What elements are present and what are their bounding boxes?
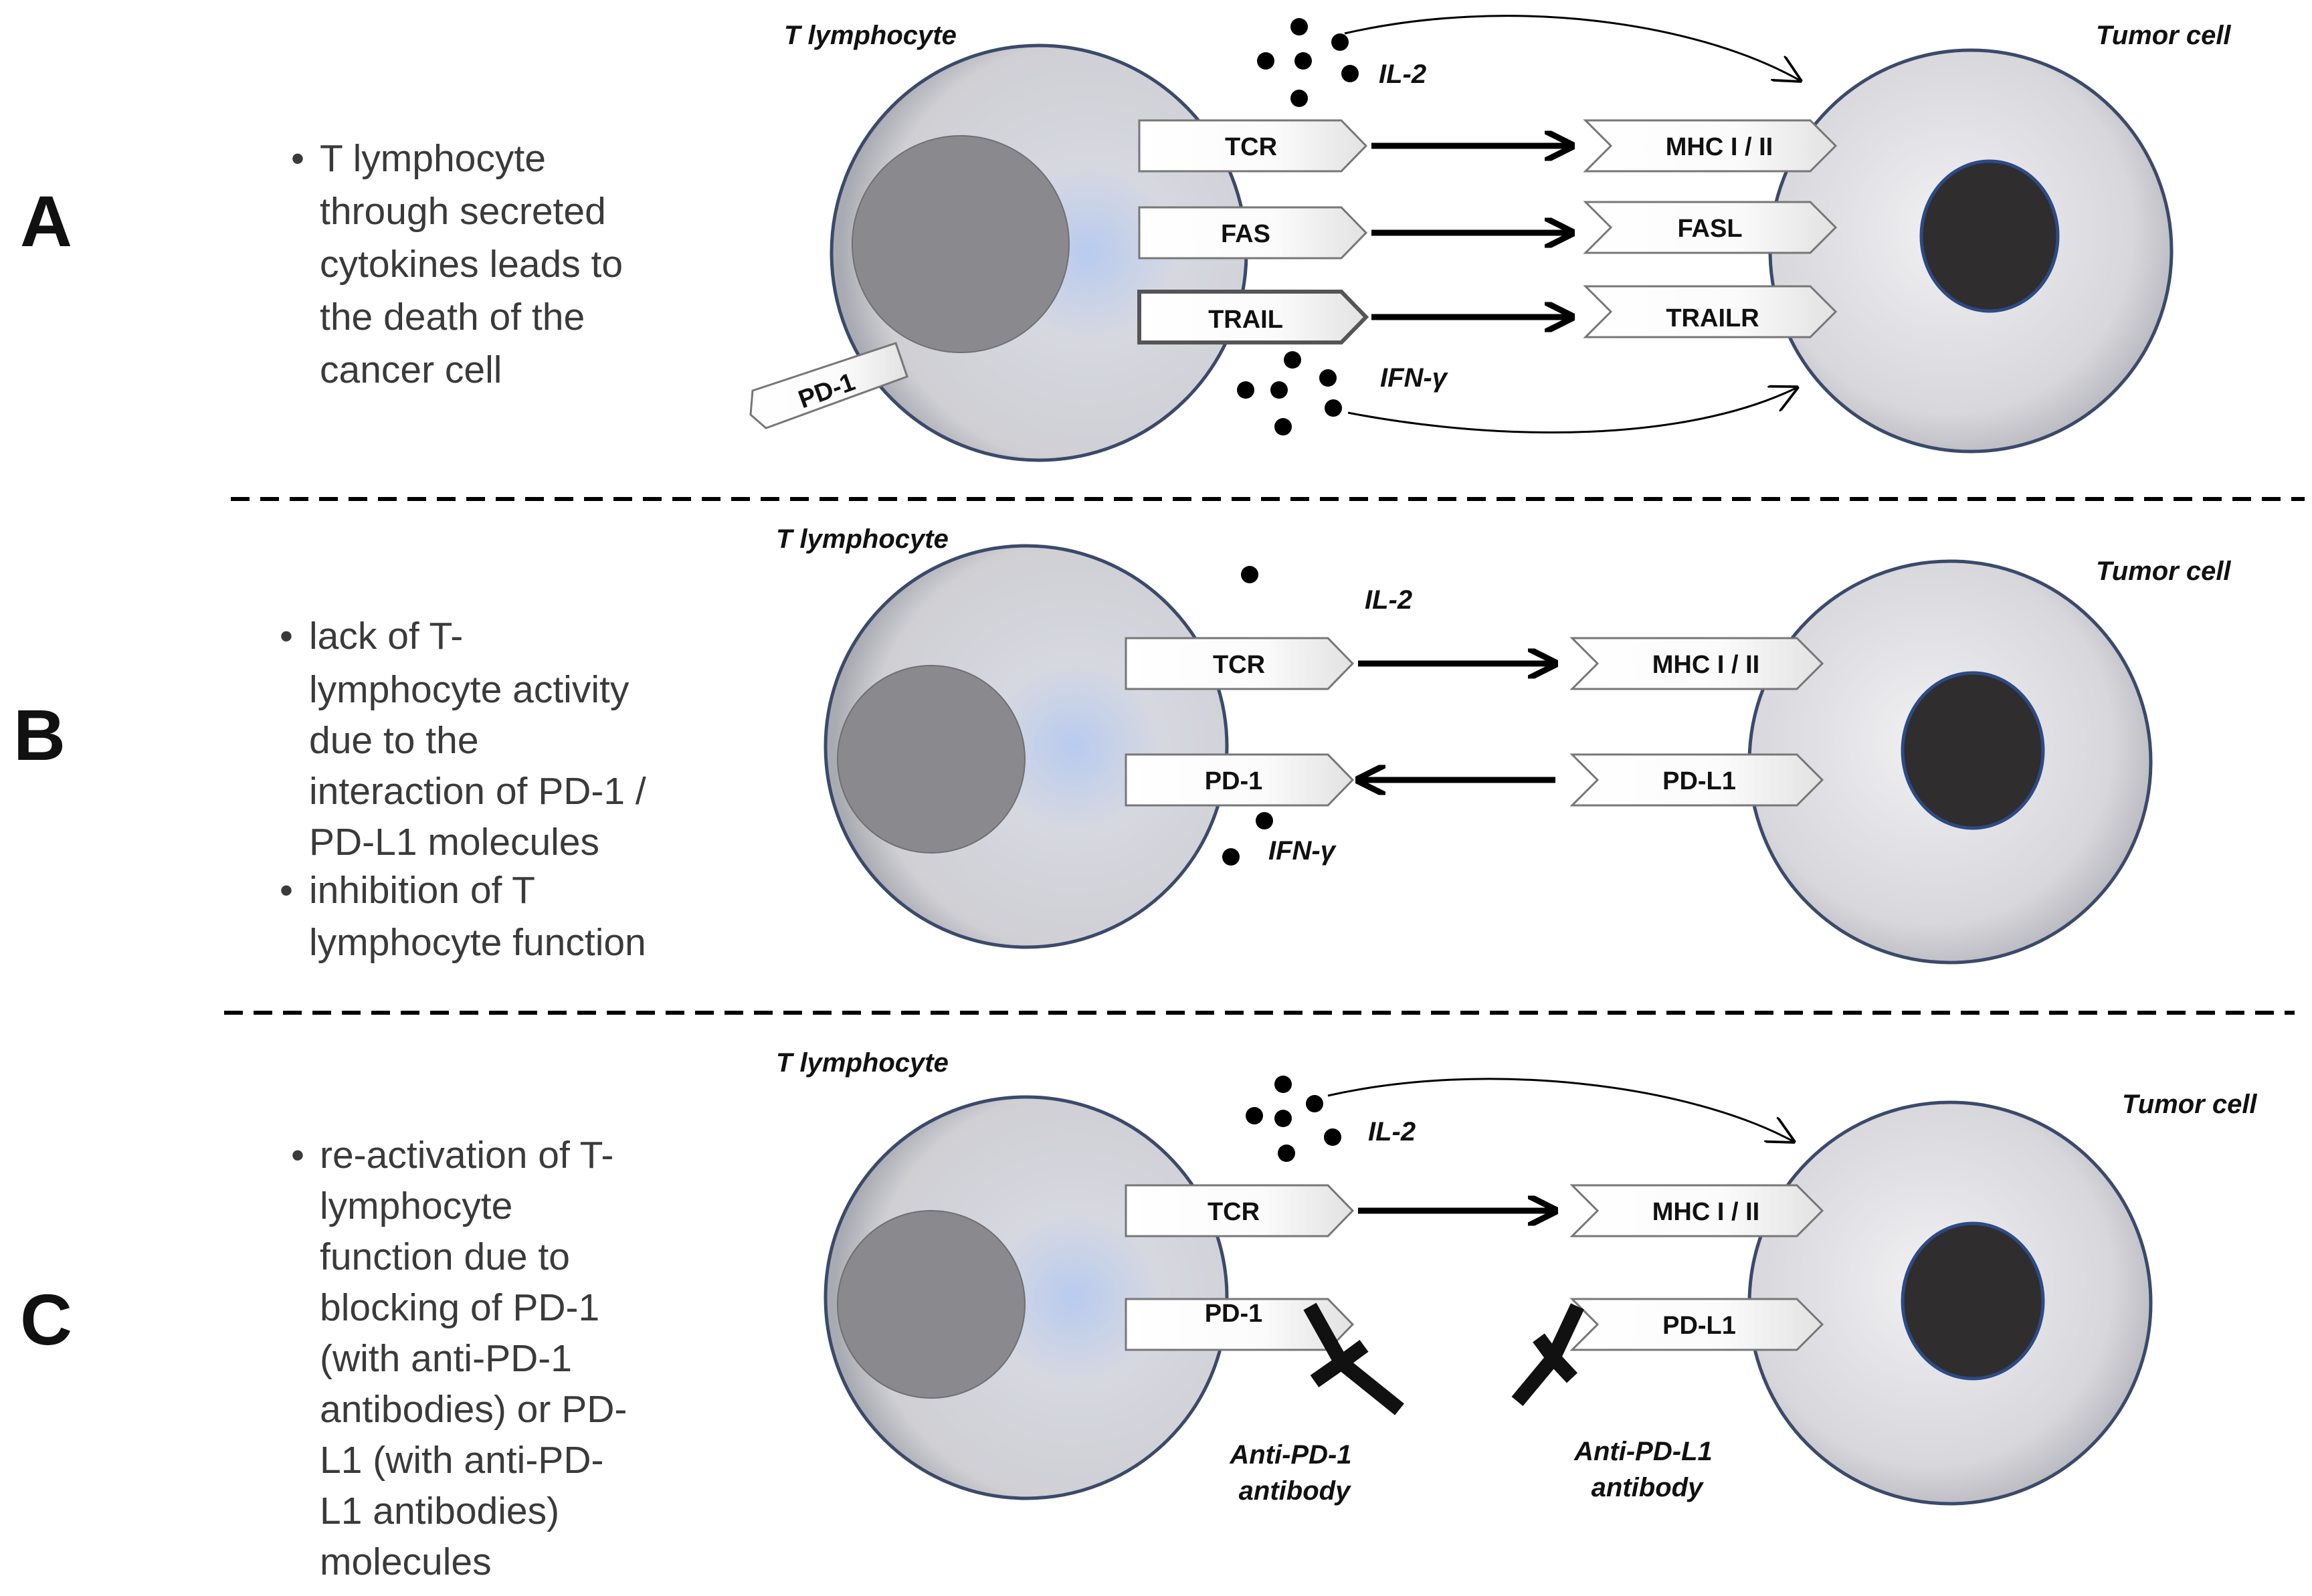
svg-text:MHC I / II: MHC I / II	[1652, 1198, 1759, 1226]
svg-text:PD-1: PD-1	[1205, 1300, 1263, 1328]
description: • lack of T- lymphocyte activity due to …	[280, 615, 657, 964]
tumor-cell-title: Tumor cell	[2096, 21, 2231, 50]
t-lymphocyte-nucleus	[837, 665, 1026, 854]
panel-a: A • T lymphocyte through secreted cytoki…	[20, 15, 2231, 462]
svg-text:TCR: TCR	[1208, 1198, 1260, 1226]
t-lymphocyte-title: T lymphocyte	[776, 1048, 949, 1078]
bullet-text: inhibition of T lymphocyte function	[309, 869, 646, 964]
svg-text:MHC I / II: MHC I / II	[1666, 133, 1773, 161]
bullet-text: T lymphocyte through secreted cytokines …	[320, 137, 634, 391]
il2-arrow	[1327, 1078, 1793, 1141]
il2-arrow	[1344, 15, 1800, 80]
receptor-pd1: PD-1	[749, 342, 908, 429]
il2-label: IL-2	[1368, 1117, 1416, 1146]
ifn-dot	[1256, 812, 1273, 829]
description: • re-activation of T- lymphocyte functio…	[291, 1134, 638, 1583]
il2-dots	[1246, 1076, 1341, 1162]
anti-pd1-label: Anti-PD-1 antibody	[1229, 1440, 1359, 1506]
svg-text:MHC I / II: MHC I / II	[1652, 651, 1759, 679]
svg-text:PD-L1: PD-L1	[1662, 767, 1736, 795]
panel-letter: B	[13, 694, 66, 775]
svg-text:TCR: TCR	[1225, 133, 1277, 161]
svg-text:PD-1: PD-1	[1205, 767, 1263, 795]
tumor-cell-title: Tumor cell	[2096, 557, 2231, 586]
svg-text:TRAIL: TRAIL	[1208, 306, 1283, 334]
t-lymphocyte-title: T lymphocyte	[784, 21, 957, 50]
il2-dot	[1241, 566, 1258, 583]
receptor-trailr: TRAILR	[1583, 285, 1838, 338]
anti-pdl1-label: Anti-PD-L1 antibody	[1573, 1437, 1720, 1502]
anti-pd1-antibody	[1303, 1302, 1404, 1415]
receptor-mhc: MHC I / II	[1569, 1184, 1824, 1237]
ifn-label: IFN-γ	[1268, 836, 1337, 866]
svg-text:•: •	[291, 1134, 304, 1177]
receptor-tcr: TCR	[1125, 1184, 1355, 1237]
bullet-text: lack of T- lymphocyte activity due to th…	[309, 615, 657, 864]
il2-label: IL-2	[1379, 60, 1426, 89]
anti-pdl1-antibody	[1511, 1303, 1584, 1407]
svg-text:PD-L1: PD-L1	[1662, 1312, 1736, 1340]
receptor-pdl1: PD-L1	[1569, 753, 1824, 807]
panel-c: C • re-activation of T- lymphocyte funct…	[20, 1048, 2257, 1583]
ifn-dots	[1237, 351, 1342, 435]
svg-text:TRAILR: TRAILR	[1666, 304, 1759, 332]
t-lymphocyte-title: T lymphocyte	[776, 524, 949, 554]
panel-letter: A	[20, 181, 72, 262]
panel-b: B • lack of T- lymphocyte activity due t…	[13, 524, 2231, 965]
bullet-text: re-activation of T- lymphocyte function …	[320, 1134, 638, 1583]
description: • T lymphocyte through secreted cytokine…	[291, 137, 634, 391]
receptor-mhc: MHC I / II	[1569, 637, 1824, 690]
ifn-dot	[1222, 848, 1240, 866]
receptor-pd1: PD-1	[1125, 1298, 1355, 1351]
tumor-cell-title: Tumor cell	[2122, 1090, 2257, 1119]
t-lymphocyte-nucleus	[837, 1210, 1026, 1399]
panel-letter: C	[20, 1279, 72, 1360]
receptor-mhc: MHC I / II	[1583, 119, 1838, 173]
svg-text:•: •	[280, 869, 293, 912]
receptor-fas: FAS	[1138, 206, 1368, 260]
il2-label: IL-2	[1365, 585, 1412, 615]
receptor-tcr: TCR	[1138, 119, 1368, 173]
receptor-pdl1: PD-L1	[1569, 1298, 1824, 1351]
svg-text:FASL: FASL	[1677, 215, 1742, 243]
tumor-nucleus	[1901, 671, 2045, 830]
svg-text:•: •	[291, 137, 304, 180]
svg-text:TCR: TCR	[1213, 651, 1265, 679]
t-lymphocyte-nucleus	[852, 135, 1070, 353]
receptor-pd1: PD-1	[1125, 753, 1355, 807]
svg-text:•: •	[280, 615, 293, 658]
receptor-trail: TRAIL	[1137, 290, 1369, 344]
receptor-fasl: FASL	[1583, 201, 1838, 254]
ifn-arrow	[1347, 388, 1796, 434]
tumor-nucleus	[1919, 159, 2060, 313]
il2-dots	[1257, 18, 1359, 107]
tumor-nucleus	[1901, 1221, 2045, 1381]
ifn-label: IFN-γ	[1380, 363, 1449, 393]
svg-text:FAS: FAS	[1221, 220, 1270, 248]
receptor-tcr: TCR	[1125, 637, 1355, 690]
